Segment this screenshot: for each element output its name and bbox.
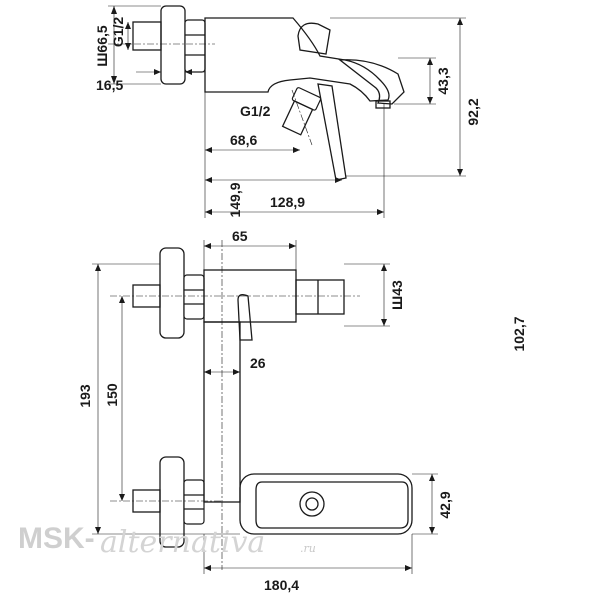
- side-top-knob: [297, 22, 331, 55]
- front-dim-193: 193: [77, 384, 93, 408]
- side-dim-outlet-thread: G1/2: [240, 103, 271, 119]
- front-spout: [239, 473, 413, 535]
- front-dim-42-9: 42,9: [437, 491, 453, 518]
- watermark-script: alternativa: [100, 525, 265, 560]
- front-dim-180-4: 180,4: [264, 577, 299, 593]
- front-dim-65: 65: [232, 228, 248, 244]
- side-dim-128-9: 128,9: [270, 194, 305, 210]
- front-upper-flange: [159, 247, 185, 339]
- side-dim-149-9: 149,9: [227, 182, 243, 217]
- front-lever: [237, 294, 253, 341]
- side-dim-flange-diameter: Ш66,5: [94, 25, 110, 67]
- front-upper-nut: [183, 274, 205, 320]
- front-cartridge: [295, 279, 345, 315]
- front-lower-nut: [183, 479, 205, 525]
- side-dim-92-2: 92,2: [465, 98, 481, 125]
- front-diverter-knob: [299, 491, 325, 517]
- front-dim-26: 26: [250, 355, 266, 371]
- side-dim-inlet-thread: G1/2: [110, 17, 126, 48]
- side-wall-flange: [160, 5, 186, 85]
- side-dim-16-5: 16,5: [96, 77, 123, 93]
- side-spout: [338, 59, 405, 105]
- side-dim-68-6: 68,6: [230, 132, 257, 148]
- front-dim-cartridge-diameter: Ш43: [389, 280, 405, 310]
- watermark-brand: MSK-: [18, 522, 95, 555]
- side-mixer-body: [204, 17, 390, 102]
- side-inlet-nut: [184, 19, 206, 73]
- front-view: 65 Ш43 26 193 150 102,7 42,9: [77, 228, 527, 593]
- side-lever: [317, 83, 347, 181]
- front-dim-150: 150: [104, 383, 120, 407]
- side-dim-43-3: 43,3: [435, 67, 451, 94]
- watermark-suffix: .ru: [300, 542, 316, 555]
- side-inlet-pipe: [132, 21, 162, 51]
- watermark: MSK- alternativa .ru: [18, 522, 316, 560]
- side-view: Ш66,5 G1/2 16,5 G1/2 68,6 149,9 128,9 43…: [94, 5, 481, 218]
- front-dim-102-7: 102,7: [511, 316, 527, 351]
